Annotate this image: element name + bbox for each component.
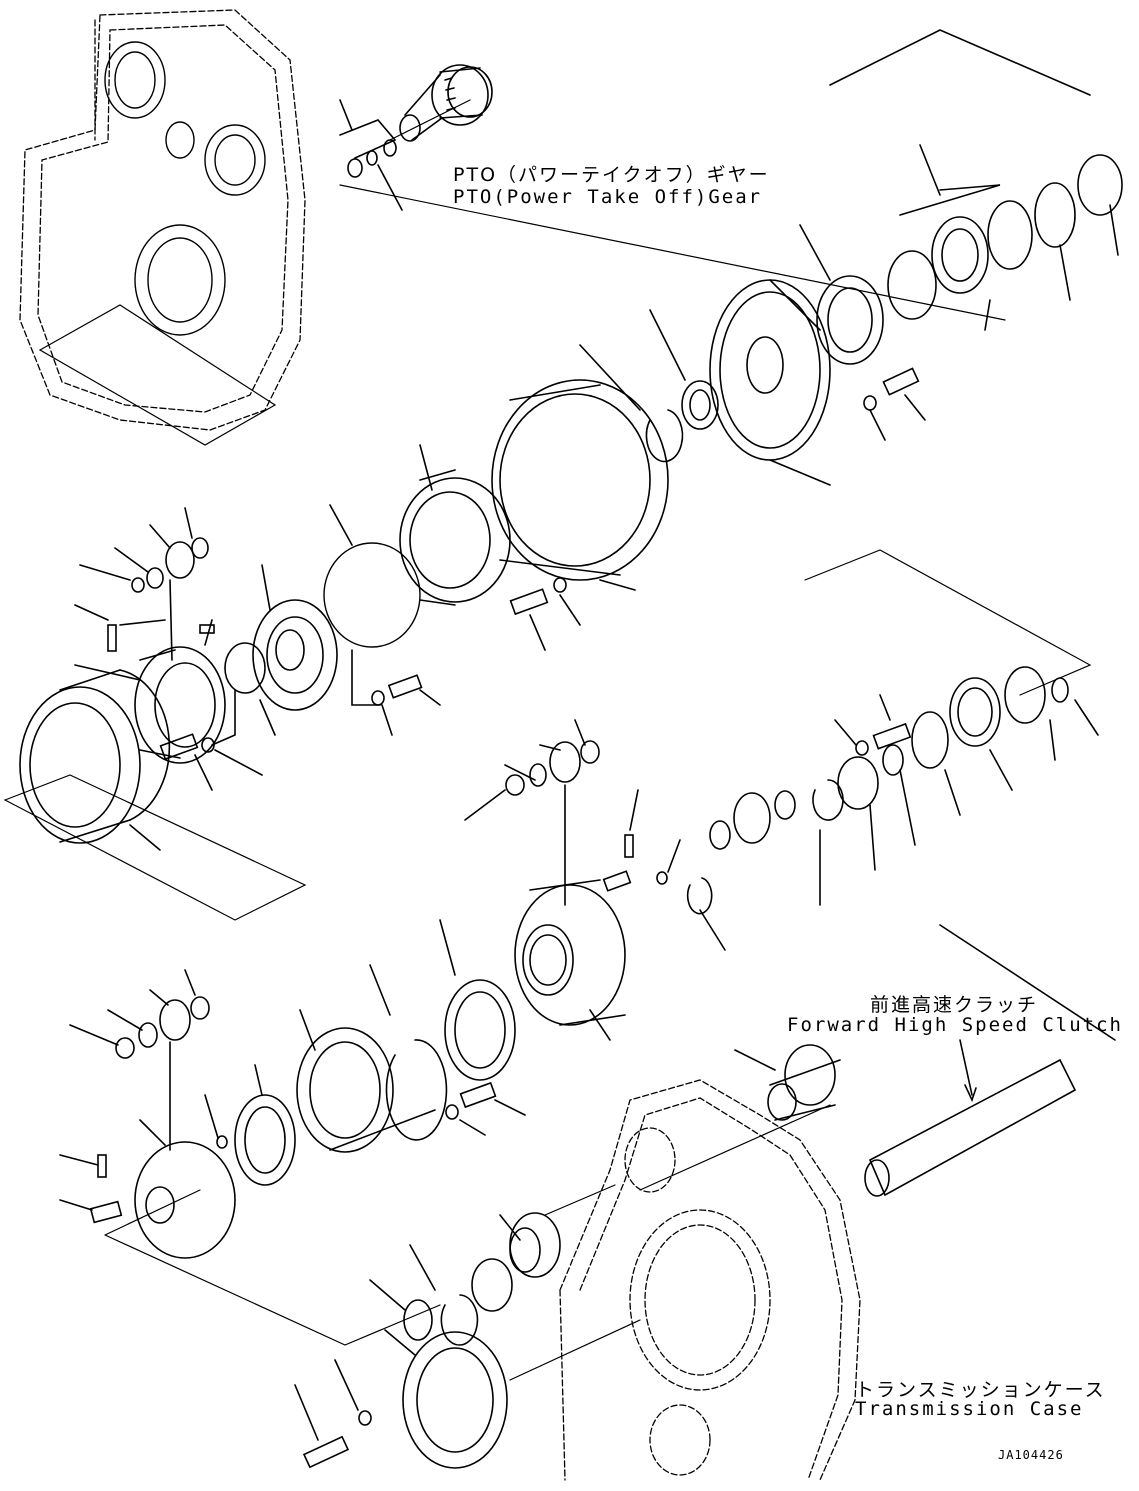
large-snap-ring xyxy=(323,504,421,648)
upper-assembly-axis xyxy=(339,99,1006,321)
bottom-snap-rings xyxy=(369,1244,513,1346)
lower-case-line xyxy=(509,1319,641,1381)
bottom-bearing xyxy=(499,1212,561,1278)
hub-plate xyxy=(709,279,831,486)
middle-reference-box xyxy=(804,549,1092,696)
middle-snap-ring-large xyxy=(369,964,448,1141)
forward-high-speed-clutch-label-en: Forward High Speed Clutch xyxy=(787,1014,1123,1036)
large-ring-gear xyxy=(491,379,669,591)
middle-pins xyxy=(602,789,681,892)
front-case-bores xyxy=(104,41,266,336)
lower-left-reference-box xyxy=(3,774,307,921)
middle-planet-gear xyxy=(464,719,600,906)
pto-gear-label-jp: PTO（パワーテイクオフ）ギヤー xyxy=(453,164,770,186)
middle-bearings xyxy=(837,666,1099,871)
transmission-case-label-jp: トランスミッションケース xyxy=(855,1379,1106,1401)
bolt-washer-carrier xyxy=(351,649,441,736)
pins-upper xyxy=(74,604,215,652)
middle-bolt xyxy=(834,694,912,756)
middle-snap-ring-small xyxy=(686,877,726,951)
bolt-washer-upper xyxy=(863,367,926,441)
upper-bearing-group xyxy=(799,29,1123,365)
fhsc-reference-line xyxy=(639,1104,831,1191)
ring-gear-left xyxy=(19,669,171,851)
lower-planet-gear xyxy=(69,969,210,1151)
lower-pins xyxy=(59,1154,123,1224)
pto-gear-label-en: PTO(Power Take Off)Gear xyxy=(453,186,763,208)
lower-pin xyxy=(204,1094,228,1149)
thrust-washer xyxy=(224,642,276,736)
forward-high-speed-clutch-shaft xyxy=(734,924,1116,1197)
snap-ring-mid xyxy=(579,344,684,463)
pto-snap-rings xyxy=(339,99,403,211)
pto-gear xyxy=(399,64,493,142)
front-case-reference-box xyxy=(38,304,277,446)
middle-bolt-lower xyxy=(445,1081,526,1136)
middle-bearing-large xyxy=(439,919,516,1081)
lower-left-box xyxy=(104,1189,441,1346)
forward-high-speed-clutch-label-jp: 前進高速クラッチ xyxy=(870,994,1039,1016)
bolt-washer-ring xyxy=(509,577,581,651)
transmission-case-label-en: Transmission Case xyxy=(855,1398,1084,1420)
carrier-plate xyxy=(252,564,338,711)
transmission-case xyxy=(559,1079,861,1481)
lower-planet-carrier xyxy=(134,1119,236,1259)
small-bearing xyxy=(649,309,719,430)
middle-snap-rings xyxy=(709,779,844,906)
drawing-id: JA104426 xyxy=(998,1448,1064,1462)
lower-reference-line xyxy=(544,1184,616,1216)
bolt-washer-carrier-lower xyxy=(159,689,263,791)
front-case-housing xyxy=(19,9,306,431)
bottom-ring-gear xyxy=(384,1329,508,1469)
clutch-drum xyxy=(399,444,511,606)
planet-gear-upper xyxy=(79,507,209,661)
lower-clutch-piston xyxy=(296,1009,436,1153)
bottom-bolt xyxy=(294,1359,372,1469)
middle-planet-carrier xyxy=(514,879,626,1041)
lower-bearing xyxy=(234,1064,296,1186)
planet-carrier-upper xyxy=(74,646,226,764)
